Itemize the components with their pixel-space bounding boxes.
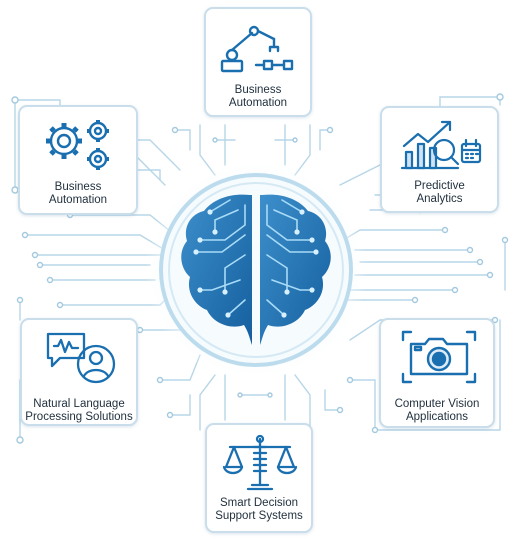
card-label-line1: Smart Decision [220,497,298,509]
card-label-line1: Predictive [414,180,465,192]
card-label: Natural Language Processing Solutions [22,398,136,424]
card-label-line1: Business [54,181,102,193]
card-natural-language-processing[interactable]: Natural Language Processing Solutions [20,318,138,426]
card-label-line2: Automation [228,97,288,109]
card-business-automation-left[interactable]: Business Automation [18,105,138,215]
card-label-line1: Natural Language [33,398,125,410]
card-label: Computer Vision Applications [381,398,493,424]
card-label-line2: Support Systems [215,510,303,522]
card-label-line2: Analytics [416,193,463,205]
scales-icon [222,434,298,491]
gears-icon [46,120,109,170]
card-computer-vision-applications[interactable]: Computer Vision Applications [379,318,495,428]
card-label: Predictive Analytics [382,180,497,206]
card-label: Business Automation [20,181,136,207]
camera-icon [401,330,477,384]
chat-user-icon [46,332,116,384]
card-label-line2: Automation [48,194,108,206]
card-label-line1: Computer Vision [394,398,480,410]
card-label-line2: Processing Solutions [25,411,133,423]
robot-arm-conveyor-icon [220,25,294,73]
card-label-line1: Business [234,84,282,96]
chart-magnifier-calendar-icon [400,120,482,170]
card-label: Business Automation [206,84,310,110]
card-business-automation-top[interactable]: Business Automation [204,7,312,117]
card-label: Smart Decision Support Systems [207,497,311,523]
card-predictive-analytics[interactable]: Predictive Analytics [380,106,499,213]
card-label-line2: Applications [405,411,468,423]
card-smart-decision-support[interactable]: Smart Decision Support Systems [205,423,313,533]
